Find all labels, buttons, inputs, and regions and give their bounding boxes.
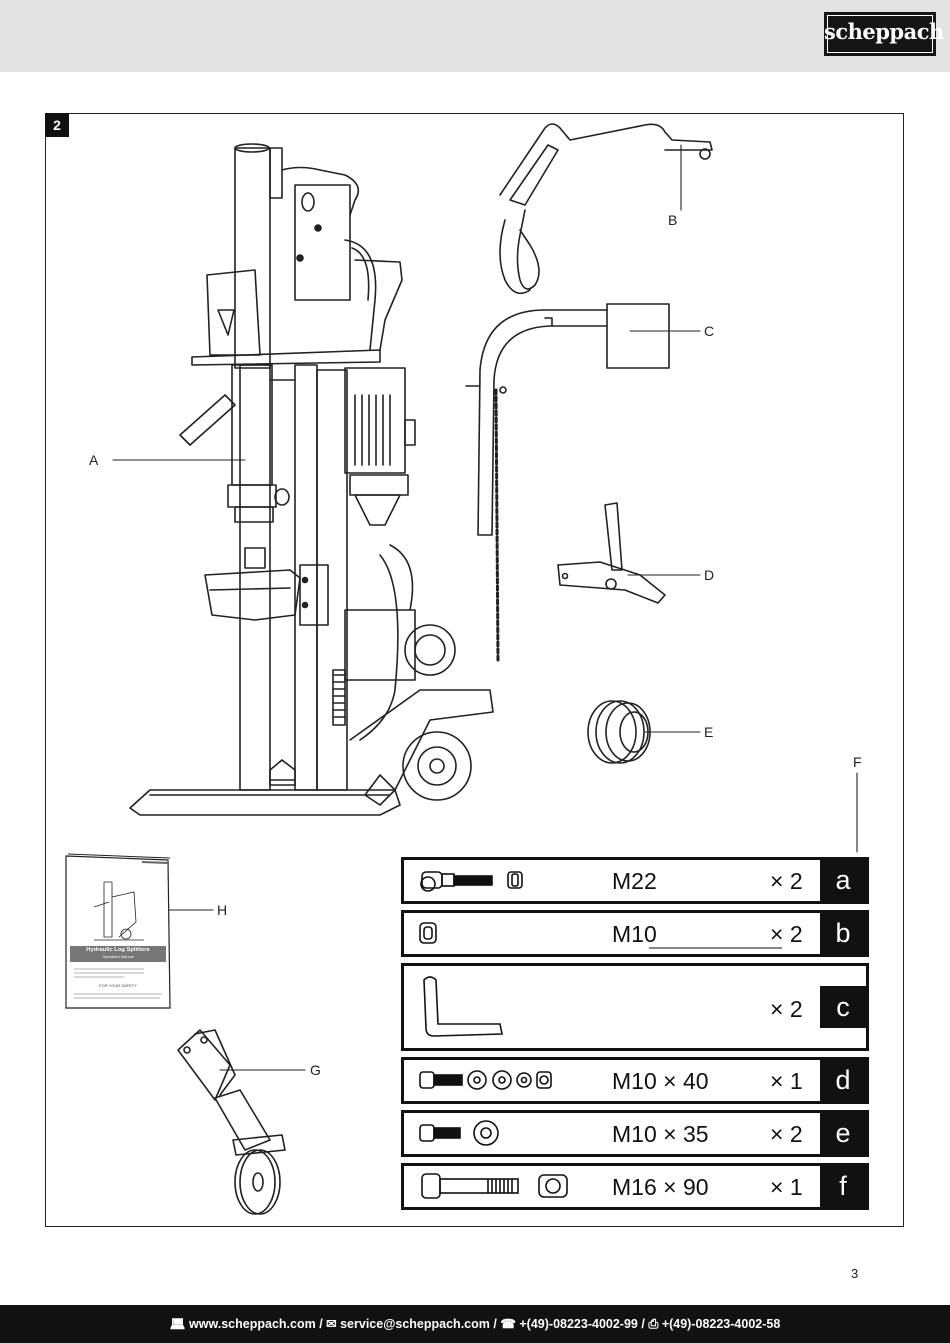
part-spec-b: M10 <box>612 921 657 947</box>
nut-icon <box>419 922 782 949</box>
brand-logo: scheppach <box>824 12 944 56</box>
part-letter-b: b <box>820 913 866 954</box>
callout-h: H <box>217 902 228 918</box>
long-bolt-nut-icon <box>421 1173 568 1199</box>
mail-icon: ✉︎ <box>326 1317 337 1331</box>
part-row-c: × 2 c <box>401 963 869 1051</box>
part-row-b: M10 × 2 b <box>401 910 869 957</box>
allen-key-icon <box>423 976 503 1037</box>
part-letter-a: a <box>820 860 866 901</box>
bracket-c-illustration <box>465 303 670 662</box>
header-band <box>0 0 950 72</box>
figure-frame <box>45 113 904 1227</box>
footer-website-link[interactable]: www.scheppach.com <box>189 1317 316 1331</box>
page-number: 3 <box>851 1266 859 1281</box>
log-splitter-illustration <box>129 143 494 816</box>
brand-logo-text: scheppach <box>824 19 944 44</box>
phone-icon: ☎︎ <box>500 1317 516 1331</box>
callout-c: C <box>704 323 715 339</box>
callout-b: B <box>668 212 678 228</box>
part-qty-d: × 1 <box>770 1068 803 1094</box>
fax-icon: ⎙ <box>648 1317 659 1331</box>
callout-g: G <box>310 1062 321 1078</box>
callout-d: D <box>704 567 715 583</box>
bolt-nut-icon <box>419 1120 499 1146</box>
part-qty-c: × 2 <box>770 996 803 1022</box>
manual-title: Hydraulic Log Splitters <box>86 947 150 953</box>
part-qty-b: × 2 <box>770 921 803 947</box>
part-qty-f: × 1 <box>770 1174 803 1200</box>
part-letter-d: d <box>820 1060 866 1101</box>
wheel-arm-g-illustration <box>177 1029 286 1215</box>
part-spec-a: M22 <box>612 868 657 894</box>
bolt-washer-set-icon <box>419 1070 552 1090</box>
operator-manual-illustration: Hydraulic Log Splitters Operator's Manua… <box>64 852 172 1010</box>
manual-subtitle: Operator's Manual <box>102 955 134 959</box>
callout-a: A <box>89 452 99 468</box>
computer-icon: 💻︎ <box>169 1317 186 1331</box>
part-row-a: M22 × 2 a <box>401 857 869 904</box>
part-spec-d: M10 × 40 <box>612 1068 709 1094</box>
handle-b-illustration <box>499 123 713 295</box>
footer-fax: +(49)-08223-4002-58 <box>661 1317 781 1331</box>
callout-f: F <box>853 754 862 770</box>
part-spec-e: M10 × 35 <box>612 1121 709 1147</box>
part-letter-c: c <box>820 986 866 1028</box>
bolt-with-pin-icon <box>420 871 523 892</box>
part-row-d: M10 × 40 × 1 d <box>401 1057 869 1104</box>
part-spec-f: M16 × 90 <box>612 1174 709 1200</box>
footer-contact-line: 💻︎ www.scheppach.com / ✉︎ service@schepp… <box>169 1317 781 1331</box>
part-letter-e: e <box>820 1113 866 1154</box>
part-row-f: M16 × 90 × 1 f <box>401 1163 869 1210</box>
footer-phone: +(49)-08223-4002-99 <box>519 1317 638 1331</box>
footer-band: 💻︎ www.scheppach.com / ✉︎ service@schepp… <box>0 1305 950 1343</box>
part-qty-a: × 2 <box>770 868 803 894</box>
figure-number-badge: 2 <box>45 113 69 137</box>
lever-d-illustration <box>557 502 666 604</box>
part-row-e: M10 × 35 × 2 e <box>401 1110 869 1157</box>
part-qty-e: × 2 <box>770 1121 803 1147</box>
footer-email-link[interactable]: service@scheppach.com <box>340 1317 490 1331</box>
ring-e-illustration <box>587 700 651 764</box>
callout-e: E <box>704 724 714 740</box>
manual-safety: FOR YOUR SAFETY <box>99 983 137 988</box>
part-letter-f: f <box>820 1166 866 1207</box>
